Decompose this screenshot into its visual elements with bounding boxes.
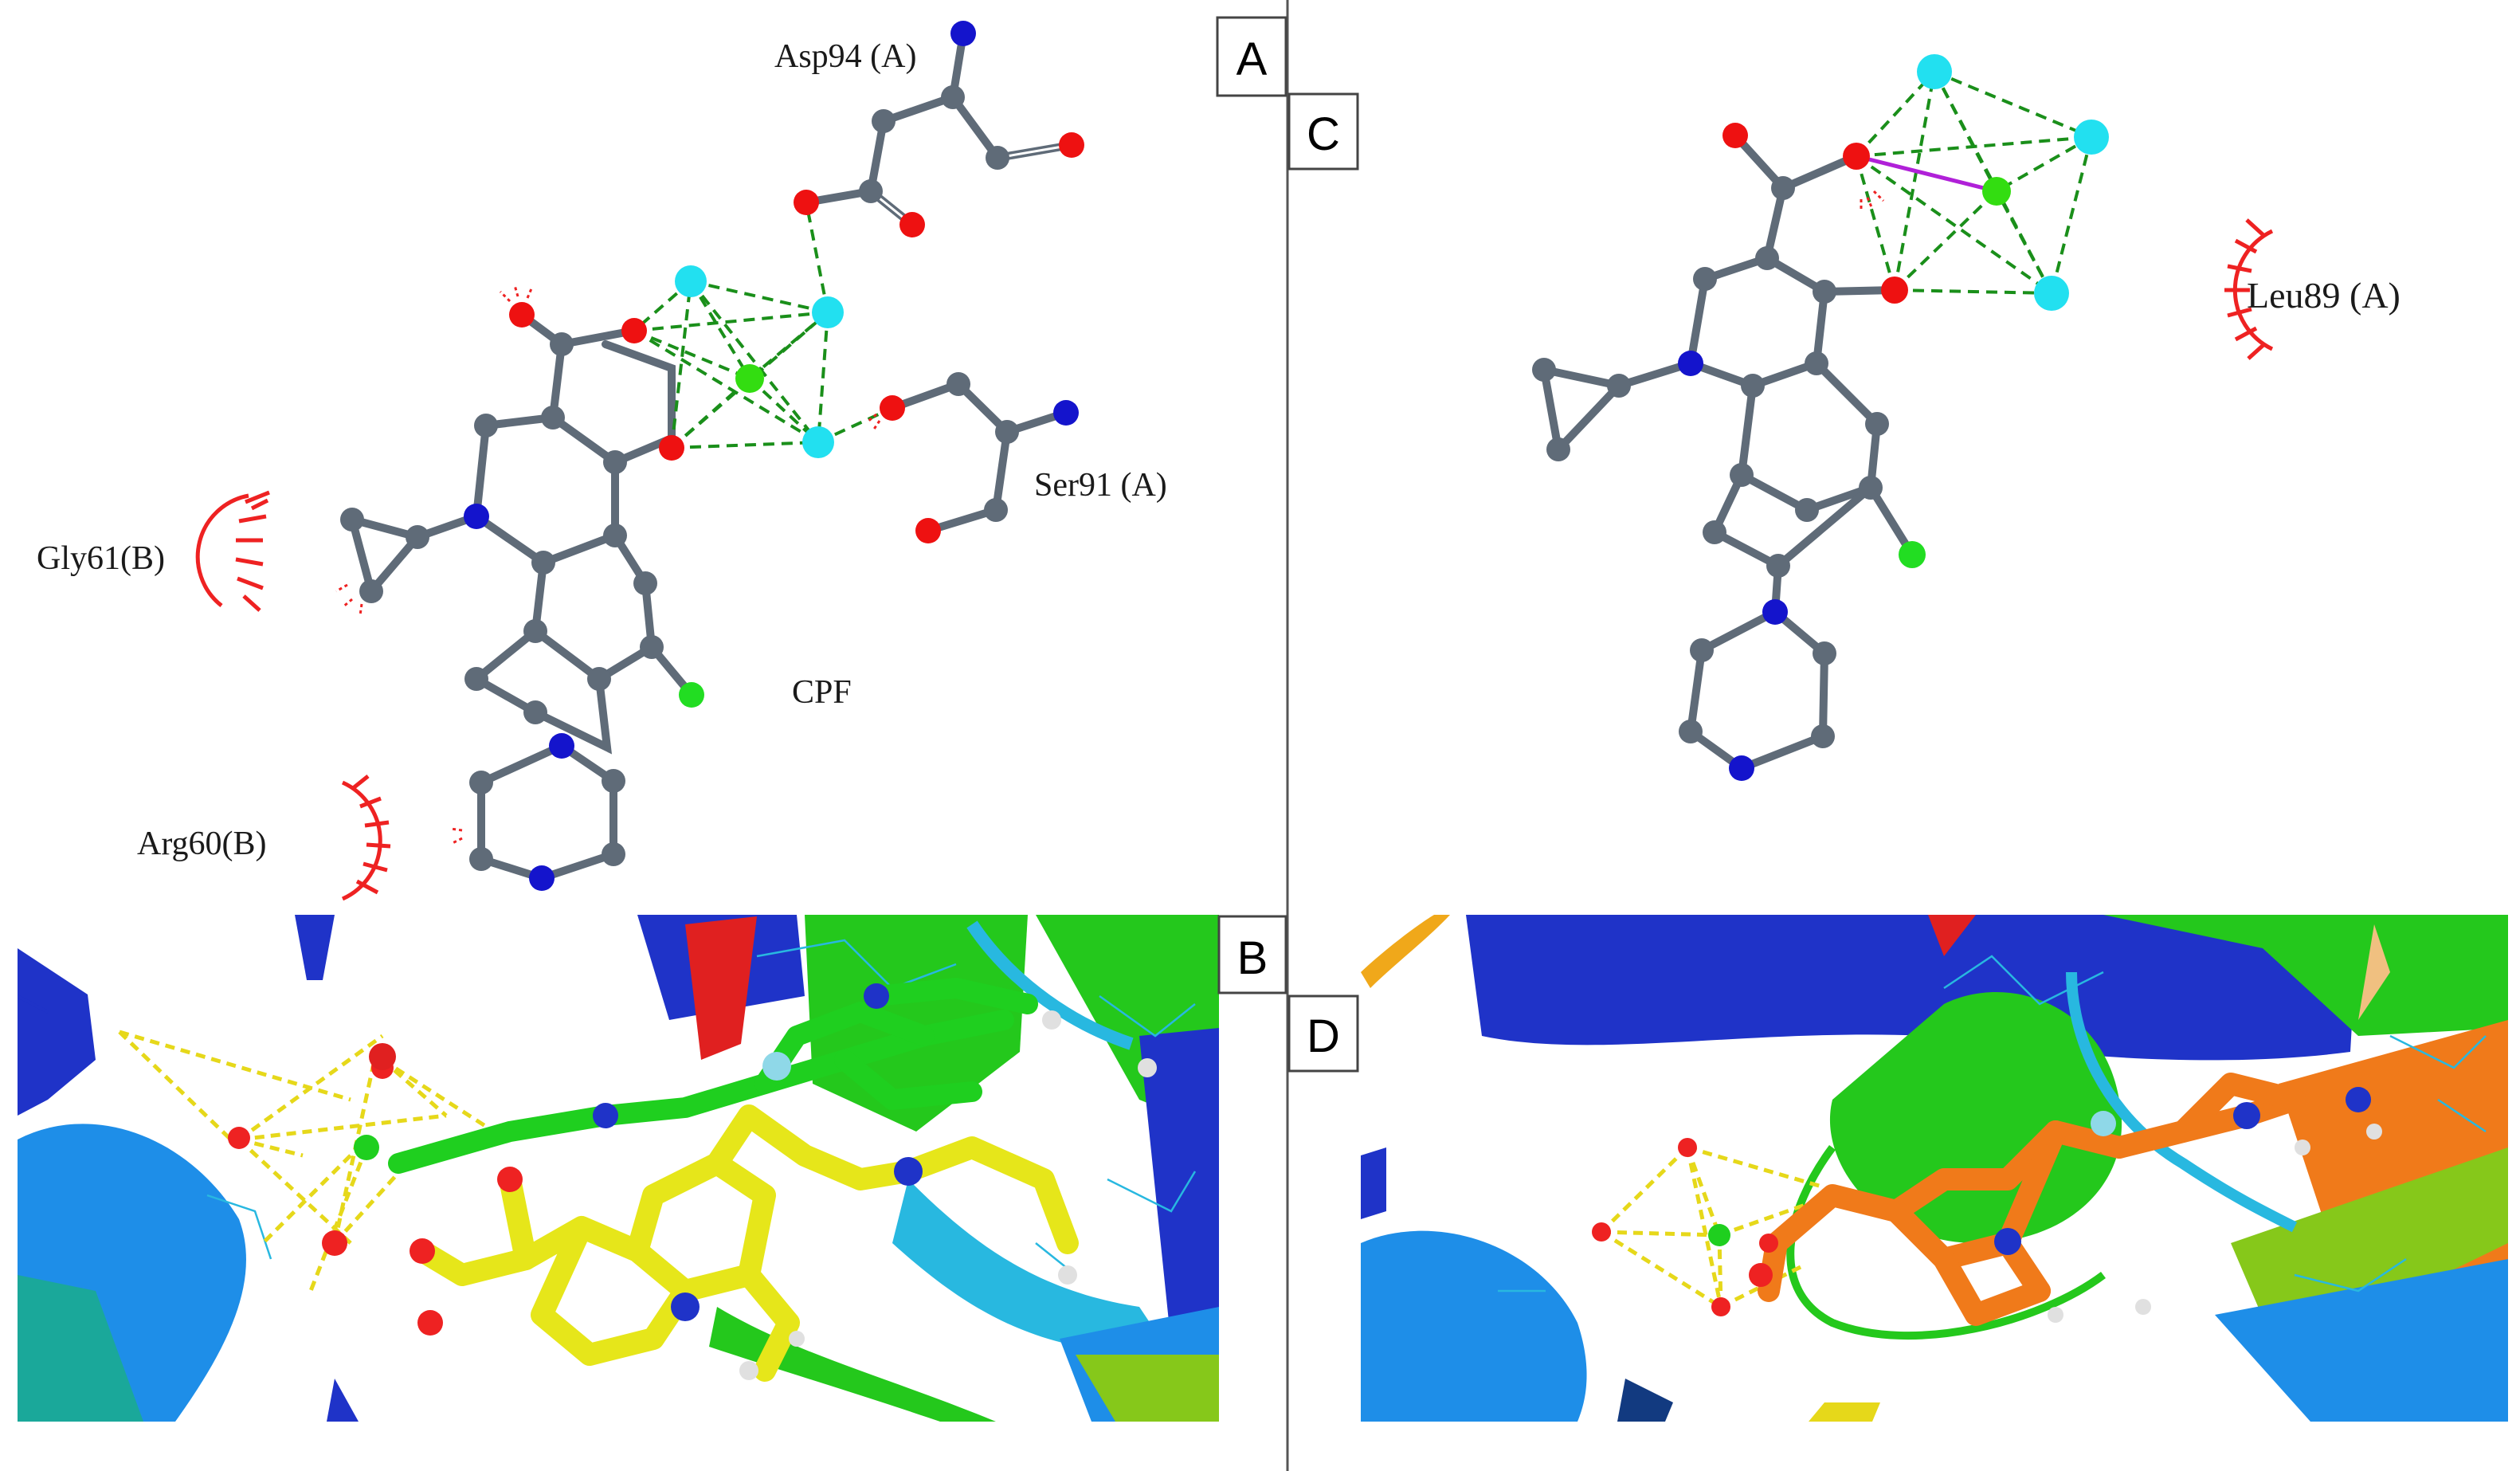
svg-text:B: B <box>1237 932 1268 984</box>
residue-label-leu89: Leu89 (A) <box>2247 275 2400 316</box>
panel-label-d: D <box>1287 994 1359 1073</box>
panel-c: Leu89 (A) <box>1532 54 2400 781</box>
panel-b <box>18 915 1219 1422</box>
svg-text:A: A <box>1236 33 1268 85</box>
svg-text:C: C <box>1307 108 1340 160</box>
panel-label-a: A <box>1216 16 1287 97</box>
panel-label-c: C <box>1287 92 1359 171</box>
residue-label-arg60: Arg60(B) <box>137 826 267 862</box>
contact-ticks-ligand <box>335 284 881 845</box>
contact-arc-leu89 <box>2224 218 2274 360</box>
residue-label-asp94: Asp94 (A) <box>774 38 916 75</box>
panel-a: Asp94 (A) Ser91 (A) Gly61(B) Arg60(B) CP… <box>37 21 1167 901</box>
contact-arc-arg60 <box>341 775 391 901</box>
panel-label-b: B <box>1217 915 1287 994</box>
panel-d <box>1361 915 2508 1422</box>
contact-arc-gly61 <box>195 490 270 612</box>
residue-label-gly61: Gly61(B) <box>37 540 165 577</box>
residue-label-ser91: Ser91 (A) <box>1034 467 1167 504</box>
svg-text:D: D <box>1307 1010 1340 1062</box>
ligand-label-cpf: CPF <box>792 674 852 711</box>
